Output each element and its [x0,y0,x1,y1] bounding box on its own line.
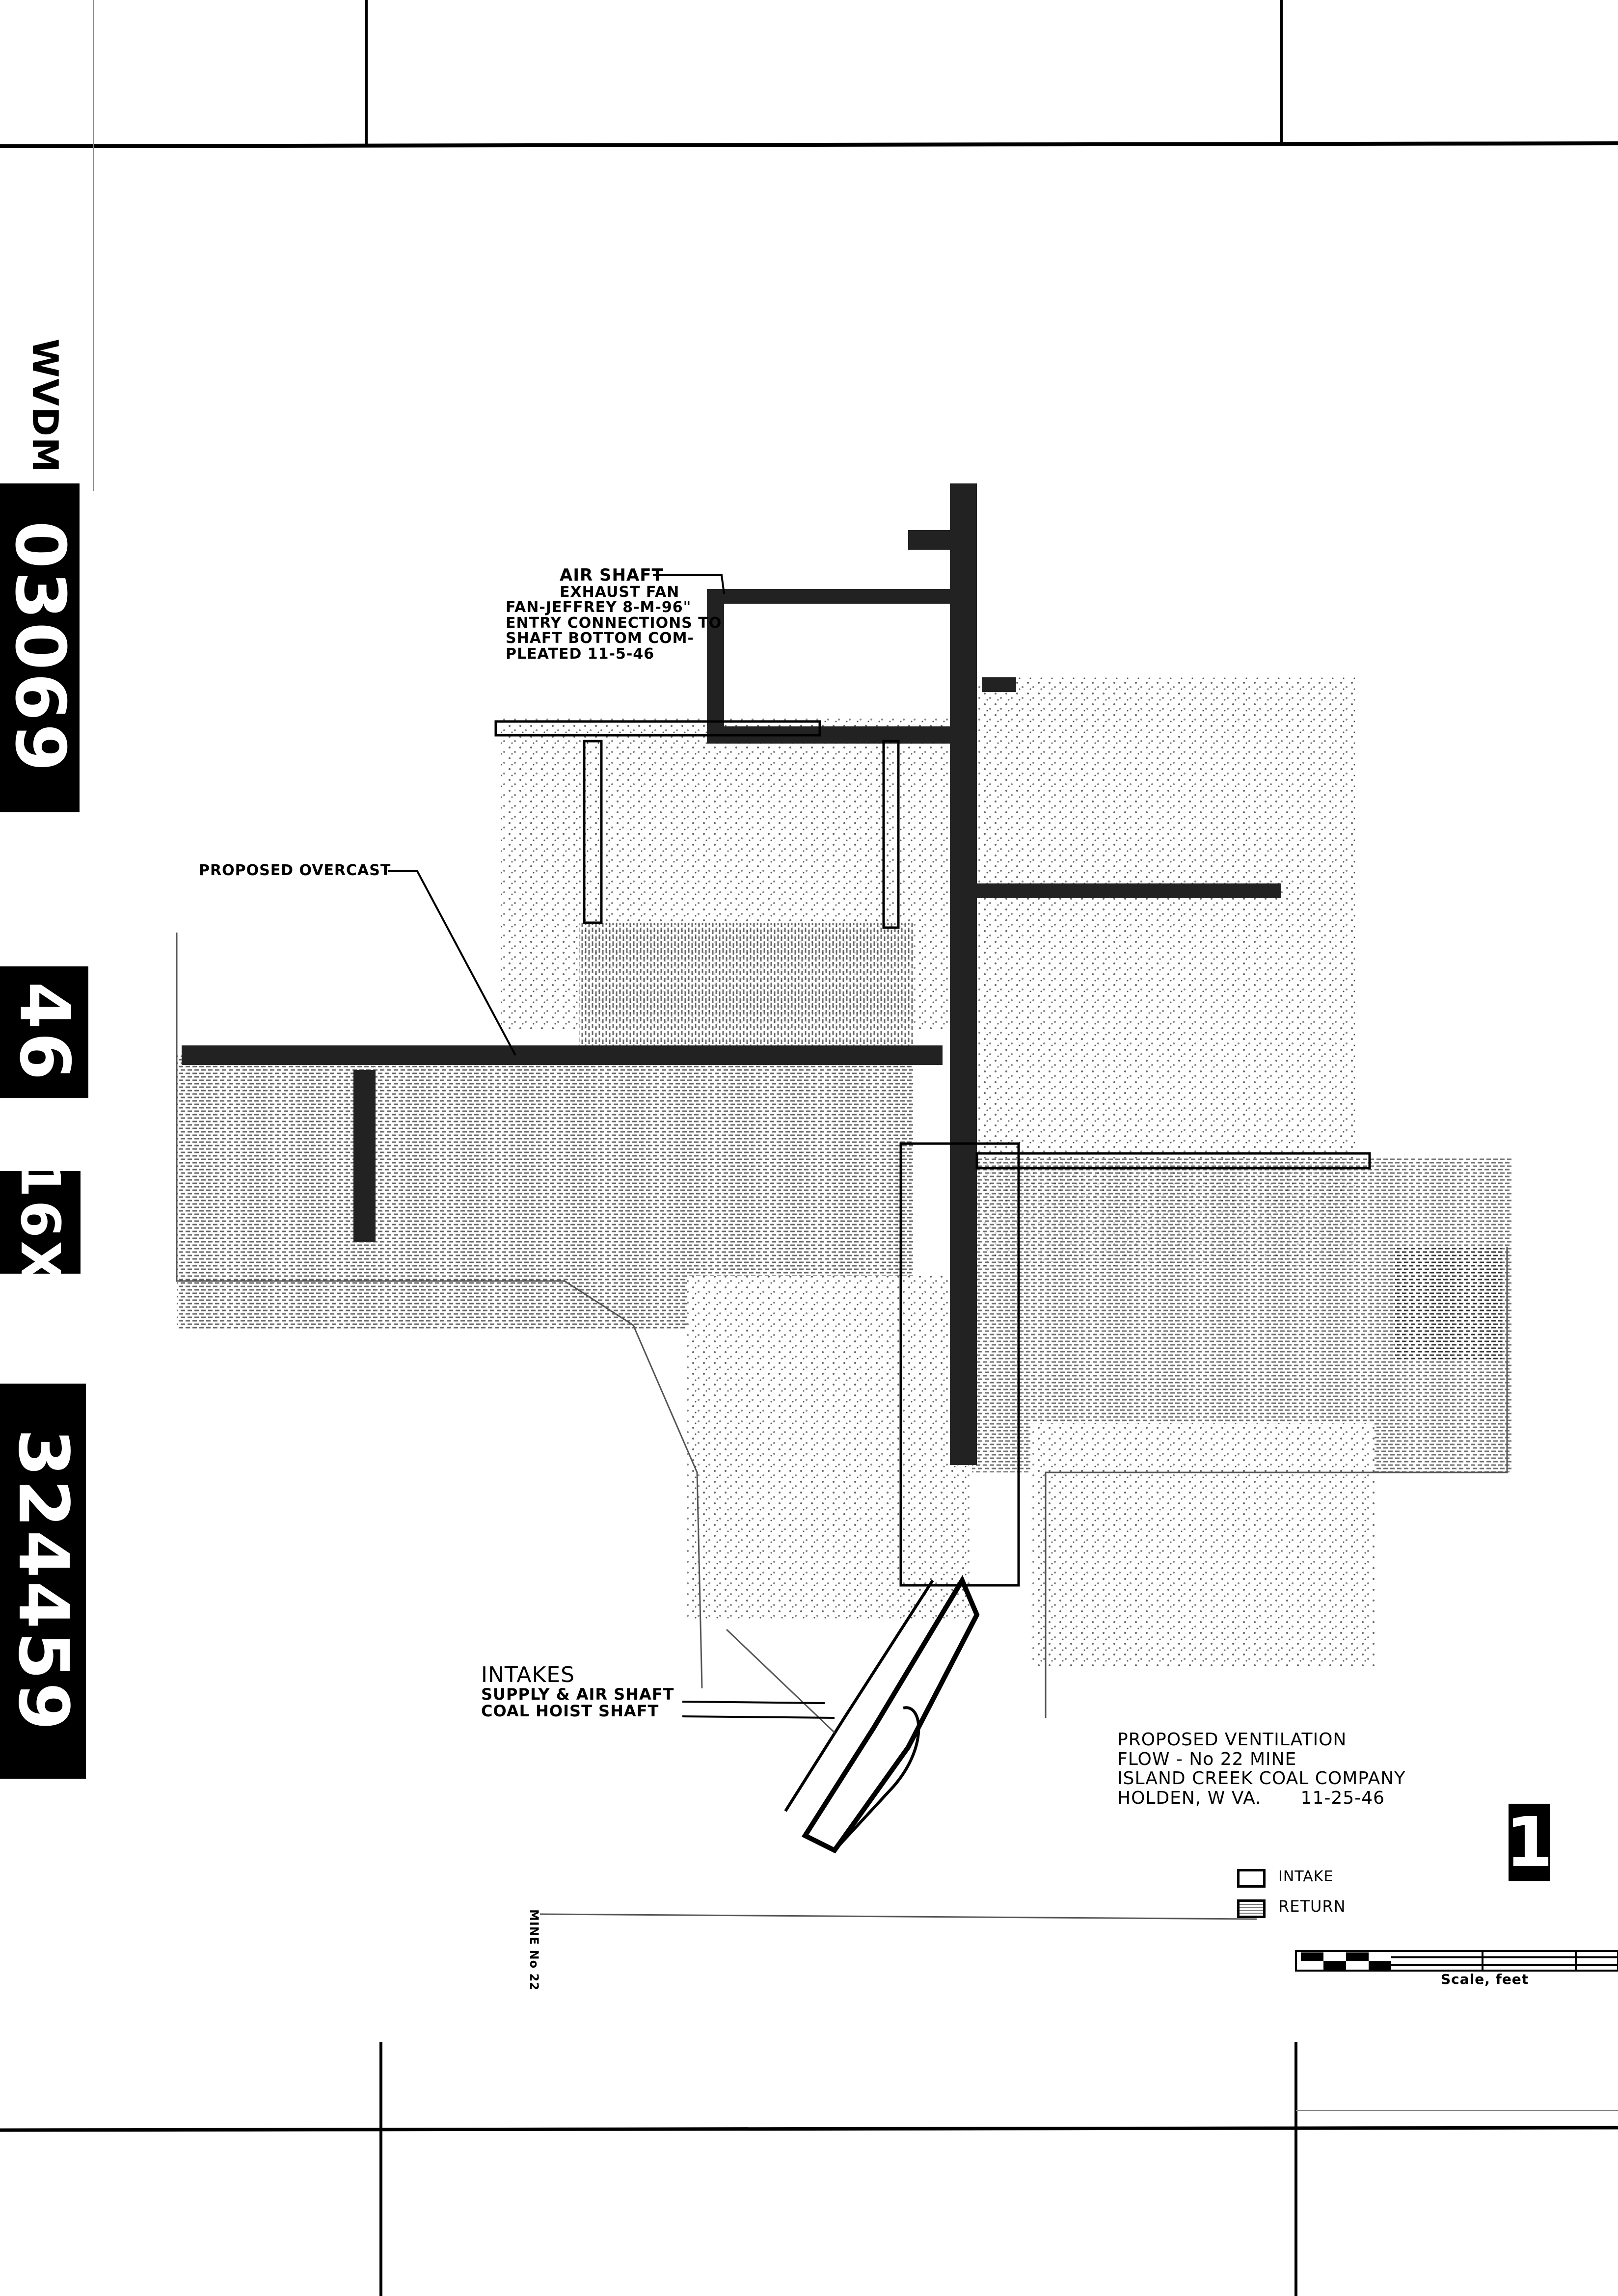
archive-id-segment: 16X [0,1160,81,1285]
title-location: HOLDEN, W VA. [1117,1788,1262,1808]
property-boundary [176,574,1508,1920]
title-line: FLOW - No 22 MINE [1117,1749,1297,1769]
air-shaft-line: ENTRY CONNECTIONS TO [506,614,722,632]
air-shaft-line: AIR SHAFT [560,565,664,585]
return-swatch [1237,1899,1266,1918]
legend-label-intake: INTAKE [1278,1868,1334,1885]
air-shaft-line: SHAFT BOTTOM COM- [506,630,694,647]
title-date: 11-25-46 [1300,1788,1385,1808]
air-shaft-annotation: AIR SHAFT EXHAUST FAN FAN-JEFFREY 8-M-96… [506,565,722,663]
title-line: PROPOSED VENTILATION [1117,1730,1347,1750]
archive-id-segment: 324459 [0,1384,86,1779]
scale-label: Scale, feet [1441,1971,1529,1987]
intake-entries [494,720,1371,1854]
intakes-heading: INTAKES [481,1662,575,1687]
intakes-annotation: INTAKES SUPPLY & AIR SHAFT COAL HOIST SH… [481,1662,674,1720]
archive-collection-label: WVDM [25,339,66,474]
main-entries [182,483,1281,1465]
intakes-line: COAL HOIST SHAFT [481,1701,659,1720]
title-block: PROPOSED VENTILATION FLOW - No 22 MINE I… [1117,1730,1405,1808]
sheet-number: 1 [1505,1802,1553,1883]
air-shaft-line: PLEATED 11-5-46 [506,645,655,663]
scale-bar-graphic [1295,1950,1618,1972]
archive-id-segment: 46 [0,966,88,1098]
proposed-overcast-label: PROPOSED OVERCAST [199,862,391,879]
mine-stamp: MINE No 22 [527,1909,541,1991]
intake-swatch [1237,1869,1266,1888]
air-shaft-line: FAN-JEFFREY 8-M-96" [506,599,692,616]
intakes-line: SUPPLY & AIR SHAFT [481,1685,674,1704]
mine-workings [177,677,1512,1669]
title-line: ISLAND CREEK COAL COMPANY [1117,1768,1406,1789]
legend-label-return: RETURN [1278,1897,1346,1916]
air-shaft-line: EXHAUST FAN [560,583,680,601]
archive-id-segment: 03069 [0,483,80,812]
